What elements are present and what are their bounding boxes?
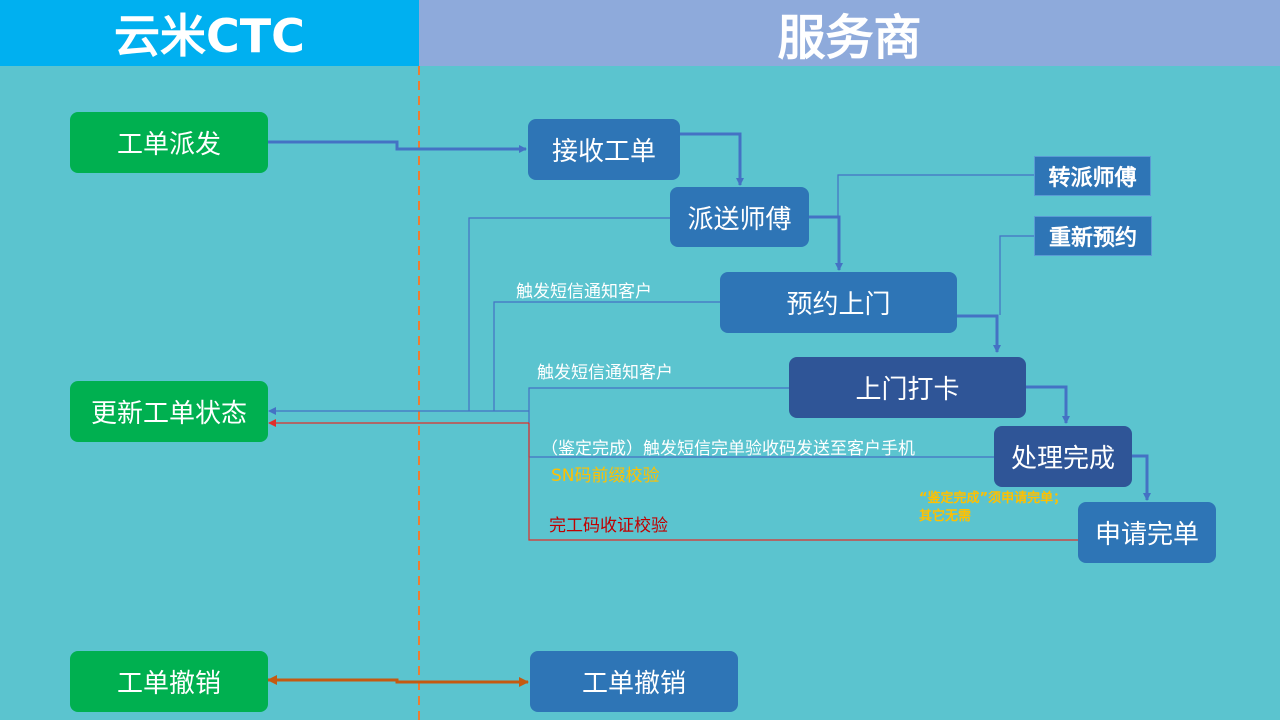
- arrow-assign-appoint: [809, 215, 843, 271]
- arrow-verify-apply: [528, 423, 1101, 544]
- appointment-box: 预约上门: [720, 272, 957, 333]
- line-transfer: [837, 174, 1034, 216]
- arrow-revoke: [267, 675, 529, 687]
- header-ctc: 云米CTC: [0, 0, 419, 66]
- assign-technician-box: 派送师傅: [670, 187, 809, 247]
- ctc-dispatch-box: 工单派发: [70, 112, 268, 173]
- arrow-receive-assign: [680, 132, 744, 186]
- processing-done-box: 处理完成: [994, 426, 1132, 487]
- arrow-checkin-done: [1026, 385, 1070, 424]
- line-reappoint: [999, 235, 1034, 315]
- sms-notify-label-2: 触发短信通知客户: [537, 363, 673, 383]
- sms-code-label: （鉴定完成）触发短信完单验收码发送至客户手机: [541, 439, 915, 459]
- header-provider: 服务商: [419, 0, 1280, 66]
- arrow-dispatch-receive: [268, 140, 527, 153]
- receive-order-box: 接收工单: [528, 119, 680, 180]
- sms-notify-label-1: 触发短信通知客户: [516, 282, 652, 302]
- provider-revoke-box: 工单撤销: [530, 651, 738, 712]
- sn-check-label: SN码前缀校验: [551, 466, 660, 486]
- arrow-appoint-checkin: [957, 314, 1001, 353]
- line-assign-status: [468, 217, 670, 411]
- apply-note-line-2: 其它无需: [919, 509, 972, 524]
- arrow-done-apply: [1132, 454, 1151, 501]
- reappoint-tag: 重新预约: [1034, 216, 1152, 256]
- checkin-box: 上门打卡: [789, 357, 1026, 418]
- transfer-technician-tag: 转派师傅: [1034, 156, 1151, 196]
- apply-note-line-1: “鉴定完成”须申请完单；: [919, 491, 1067, 506]
- apply-note: “鉴定完成”须申请完单； 其它无需: [919, 490, 1066, 526]
- line-appoint-status: [493, 301, 720, 411]
- completion-code-label: 完工码收证校验: [549, 516, 668, 536]
- ctc-update-status-box: 更新工单状态: [70, 381, 268, 442]
- ctc-revoke-box: 工单撤销: [70, 651, 268, 712]
- apply-complete-box: 申请完单: [1078, 502, 1216, 563]
